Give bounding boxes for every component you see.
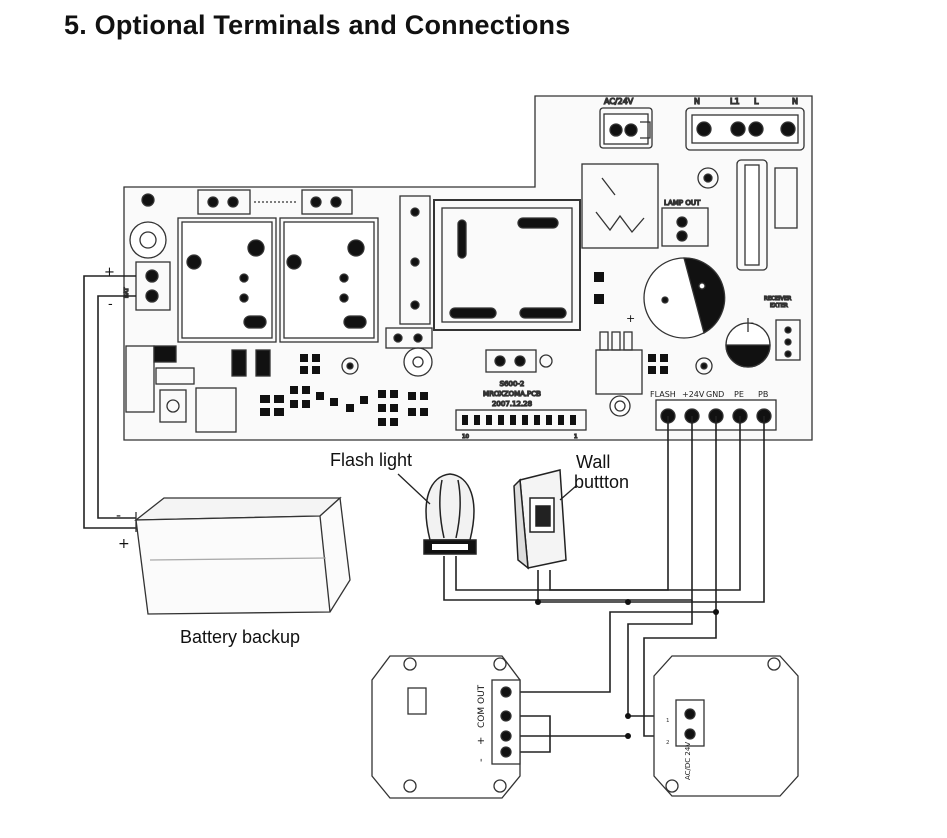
power-terminal-label: AC/24V [604,97,634,106]
battery-icon [134,496,351,615]
io-terminal-24v: +24V [682,390,705,399]
buzzer-minus: - [750,316,754,329]
header-pin-10: 10 [462,434,469,440]
wall-button-label-line1: Wall [576,452,610,472]
battery-terminal-code: BAT [124,287,130,298]
io-terminal-flash: FLASH [650,390,676,399]
control-board: AC/24V N L1 L N LAMP OUT RE [123,95,813,441]
board-battery-minus: - [108,297,113,312]
transmitter-ac-dc-label: AC/DC 24V [684,742,692,780]
wire-junctions [535,599,719,739]
flash-light-label: Flash light [330,450,412,470]
receiver-com-out-label: COM OUT [477,684,487,728]
pcb-text-date: 2007.12.28 [492,400,532,408]
receiver-module [371,655,521,799]
lamp-out-label: LAMP OUT [664,199,701,207]
receiver-minus: - [476,758,487,762]
battery-minus-sign: - [116,508,121,524]
battery-backup-label: Battery backup [180,627,300,647]
flash-light-pointer [397,473,431,505]
pcb-text-file: MROXZOMA.PCB [483,390,541,398]
io-terminal-pb: PB [758,390,768,399]
receiver-plus: + [476,737,487,745]
receiver-label: RECEIVER [764,296,791,302]
mains-terminal-l1: L1 [730,97,740,106]
wall-button-pointer [559,485,577,501]
wires [83,275,765,753]
wall-button-label-line2: buttton [574,472,629,492]
transmitter-pin-2: 2 [666,740,670,746]
battery-plus-sign: + [118,536,130,552]
board-battery-plus: + [104,265,115,280]
exter-label: EXTER [770,303,788,309]
flash-light-icon [423,473,477,555]
header-pin-1: 1 [574,434,578,440]
capacitor-plus: + [626,312,635,325]
transmitter-pin-1: 1 [666,718,670,724]
section-title: 5. Optional Terminals and Connections [64,10,571,40]
wall-button-icon [513,469,567,570]
mains-terminal-n2: N [792,97,798,106]
io-terminal-gnd: GND [706,390,724,399]
io-terminal-pe: PE [734,390,744,399]
transmitter-module [653,655,799,797]
mains-terminal-n1: N [694,97,700,106]
mains-terminal-l: L [754,97,759,106]
pcb-text-model: S600-2 [500,380,525,388]
